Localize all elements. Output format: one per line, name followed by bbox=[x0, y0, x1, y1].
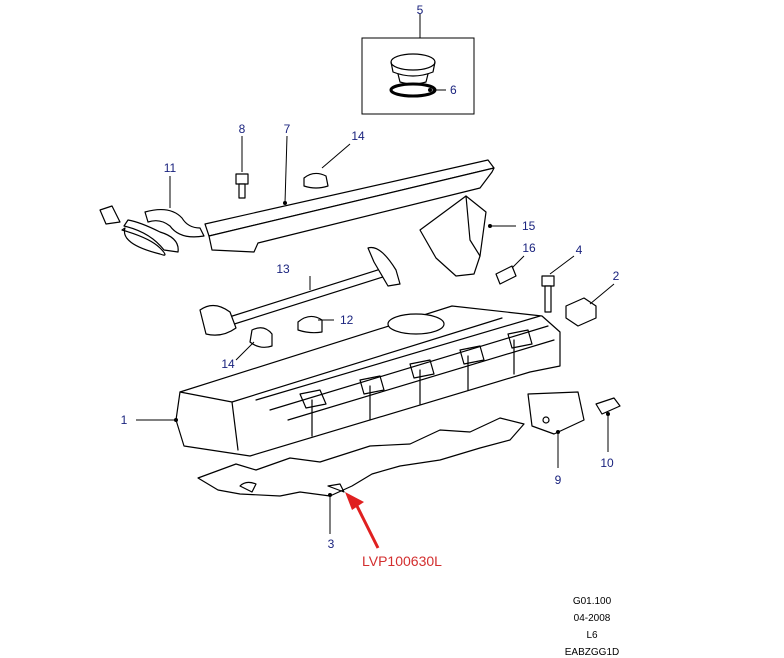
callout-11: 11 bbox=[164, 161, 177, 175]
breather-pipe-part-13 bbox=[199, 246, 401, 336]
sheet-number: G01.100 bbox=[573, 596, 612, 607]
bolt-part-4 bbox=[541, 255, 575, 313]
callout-labels: 5 6 8 7 14 11 15 16 4 2 13 12 14 1 10 9 … bbox=[121, 3, 620, 551]
callout-16: 16 bbox=[522, 241, 536, 255]
callout-3: 3 bbox=[328, 537, 335, 551]
callout-9: 9 bbox=[555, 473, 562, 487]
callout-12: 12 bbox=[340, 313, 354, 327]
hose-clip-part-14-lower bbox=[235, 327, 273, 361]
reference-code: EABZGG1D bbox=[565, 647, 619, 658]
callout-4: 4 bbox=[576, 243, 583, 257]
valve-cover-part-1 bbox=[136, 305, 561, 457]
oil-filler-cap-inset bbox=[361, 14, 475, 115]
callout-5: 5 bbox=[417, 3, 424, 17]
diagram-footer: G01.100 04-2008 L6 EABZGG1D bbox=[565, 596, 619, 658]
bracket-part-15 bbox=[419, 195, 516, 277]
callout-14-lower: 14 bbox=[221, 357, 235, 371]
callout-6: 6 bbox=[450, 83, 457, 97]
gasket-part-3 bbox=[197, 417, 525, 534]
hose-clip-part-12 bbox=[297, 315, 334, 334]
bolt-part-10 bbox=[595, 397, 621, 452]
bolt-part-8 bbox=[235, 136, 249, 199]
callout-13: 13 bbox=[276, 262, 290, 276]
breather-hose-part-11 bbox=[99, 176, 205, 256]
part-number-arrow bbox=[345, 492, 380, 549]
rubber-block-part-2 bbox=[565, 283, 615, 327]
bolt-part-16 bbox=[495, 255, 525, 285]
callout-10: 10 bbox=[600, 456, 614, 470]
callout-7: 7 bbox=[284, 122, 291, 136]
callout-8: 8 bbox=[239, 122, 246, 136]
hose-clip-part-14-top bbox=[303, 143, 351, 189]
callout-15: 15 bbox=[522, 219, 536, 233]
engine-code: L6 bbox=[586, 630, 598, 641]
callout-1: 1 bbox=[121, 413, 128, 427]
part-number-label: LVP100630L bbox=[362, 553, 442, 569]
cover-plate-part-9 bbox=[527, 391, 585, 468]
cover-rail-part-7 bbox=[204, 135, 495, 253]
callout-2: 2 bbox=[613, 269, 620, 283]
revision-date: 04-2008 bbox=[574, 613, 611, 624]
callout-14-top: 14 bbox=[351, 129, 365, 143]
